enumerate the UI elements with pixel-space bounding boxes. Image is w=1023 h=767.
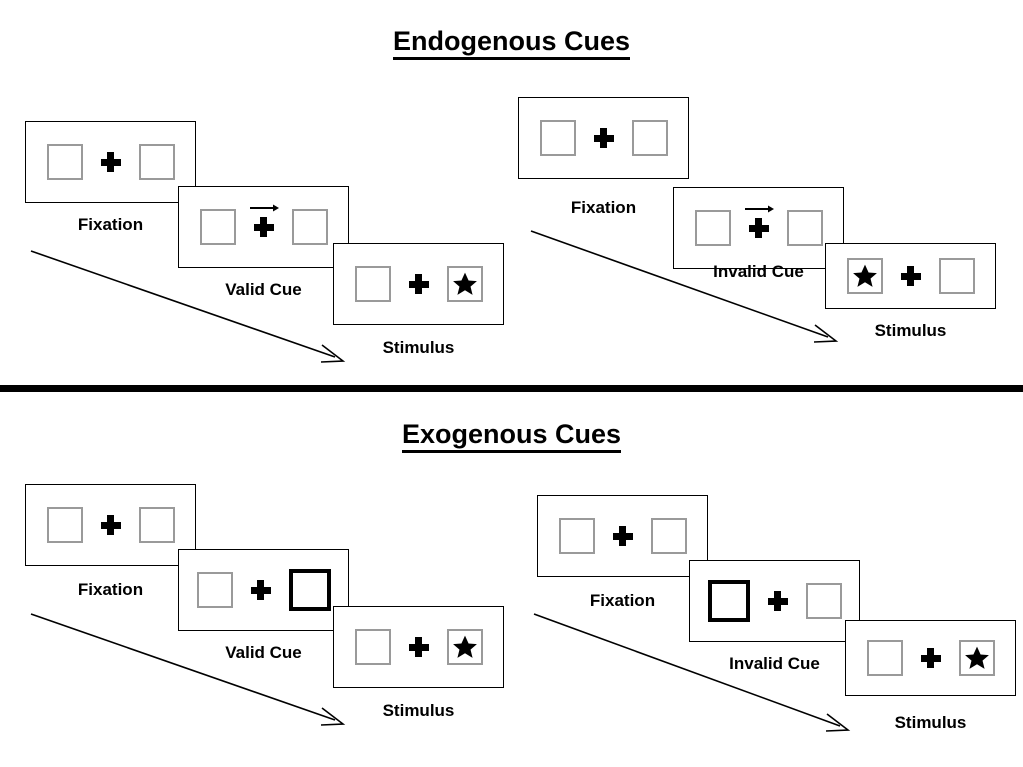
left-placeholder-box <box>199 209 236 245</box>
section-title-endogenous-text: Endogenous Cues <box>392 26 630 60</box>
panel-exo-valid-fixation <box>25 484 196 566</box>
fixation-cross-icon <box>593 128 614 148</box>
right-placeholder-box <box>805 583 842 619</box>
target-star-icon <box>964 646 989 669</box>
panel-content <box>846 258 975 294</box>
panel-content <box>354 266 483 302</box>
fixation-cross-icon <box>408 274 429 294</box>
left-placeholder-box <box>46 144 83 180</box>
panel-exo-valid-stimulus <box>333 606 504 688</box>
panel-endo-valid-cue <box>178 186 349 268</box>
fixation-cross-icon <box>249 204 279 237</box>
fixation-cross-icon <box>744 205 774 238</box>
panel-endo-valid-fixation <box>25 121 196 203</box>
caption-exo-valid-cue: Valid Cue <box>225 643 302 662</box>
panel-content <box>196 569 331 611</box>
right-placeholder-box <box>291 209 328 245</box>
left-placeholder-box <box>354 266 391 302</box>
fixation-cross-icon <box>100 515 121 535</box>
panel-endo-invalid-stimulus <box>825 243 996 309</box>
left-placeholder-box <box>46 507 83 543</box>
caption-exo-valid-fixation: Fixation <box>77 580 144 599</box>
section-title-exogenous-text: Exogenous Cues <box>401 419 622 453</box>
panel-content <box>694 205 823 246</box>
fixation-cross-icon <box>767 591 788 611</box>
caption-endo-valid-fixation: Fixation <box>77 215 144 234</box>
right-placeholder-box <box>446 629 483 665</box>
target-star-icon <box>452 272 477 295</box>
left-placeholder-box <box>196 572 233 608</box>
right-placeholder-box <box>958 640 995 676</box>
panel-exo-invalid-fixation <box>537 495 708 577</box>
caption-endo-invalid-cue: Invalid Cue <box>713 262 804 281</box>
right-placeholder-box <box>138 144 175 180</box>
caption-exo-invalid-cue: Invalid Cue <box>729 654 820 673</box>
caption-exo-invalid-fixation: Fixation <box>589 591 656 610</box>
left-placeholder-box-cued <box>707 580 750 622</box>
left-placeholder-box <box>846 258 883 294</box>
caption-exo-valid-stimulus: Stimulus <box>382 701 455 720</box>
left-placeholder-box <box>558 518 595 554</box>
caption-endo-invalid-fixation: Fixation <box>570 198 637 217</box>
panel-content <box>866 640 995 676</box>
right-placeholder-box <box>631 120 668 156</box>
right-placeholder-box <box>650 518 687 554</box>
caption-endo-valid-stimulus: Stimulus <box>382 338 455 357</box>
caption-exo-invalid-stimulus: Stimulus <box>894 713 967 732</box>
right-placeholder-box <box>446 266 483 302</box>
panel-content <box>46 144 175 180</box>
panel-exo-valid-cue <box>178 549 349 631</box>
cue-arrow-right-icon <box>744 205 774 213</box>
panel-content <box>199 204 328 245</box>
panel-endo-invalid-cue <box>673 187 844 269</box>
section-title-exogenous: Exogenous Cues <box>0 419 1023 453</box>
panel-endo-valid-stimulus <box>333 243 504 325</box>
panel-exo-invalid-stimulus <box>845 620 1016 696</box>
panel-content <box>558 518 687 554</box>
target-star-icon <box>852 264 877 287</box>
right-placeholder-box-cued <box>288 569 331 611</box>
fixation-cross-icon <box>920 648 941 668</box>
panel-endo-invalid-fixation <box>518 97 689 179</box>
fixation-cross-icon <box>408 637 429 657</box>
panel-content <box>707 580 842 622</box>
caption-endo-invalid-stimulus: Stimulus <box>874 321 947 340</box>
right-placeholder-box <box>138 507 175 543</box>
left-placeholder-box <box>694 210 731 246</box>
fixation-cross-icon <box>100 152 121 172</box>
panel-content <box>539 120 668 156</box>
target-star-icon <box>452 635 477 658</box>
panel-content <box>354 629 483 665</box>
fixation-cross-icon <box>900 266 921 286</box>
section-divider <box>0 385 1023 392</box>
left-placeholder-box <box>539 120 576 156</box>
right-placeholder-box <box>938 258 975 294</box>
panel-content <box>46 507 175 543</box>
caption-endo-valid-cue: Valid Cue <box>225 280 302 299</box>
panel-exo-invalid-cue <box>689 560 860 642</box>
fixation-cross-icon <box>250 580 271 600</box>
left-placeholder-box <box>354 629 391 665</box>
left-placeholder-box <box>866 640 903 676</box>
fixation-cross-icon <box>612 526 633 546</box>
section-title-endogenous: Endogenous Cues <box>0 26 1023 60</box>
cue-arrow-right-icon <box>249 204 279 212</box>
right-placeholder-box <box>786 210 823 246</box>
